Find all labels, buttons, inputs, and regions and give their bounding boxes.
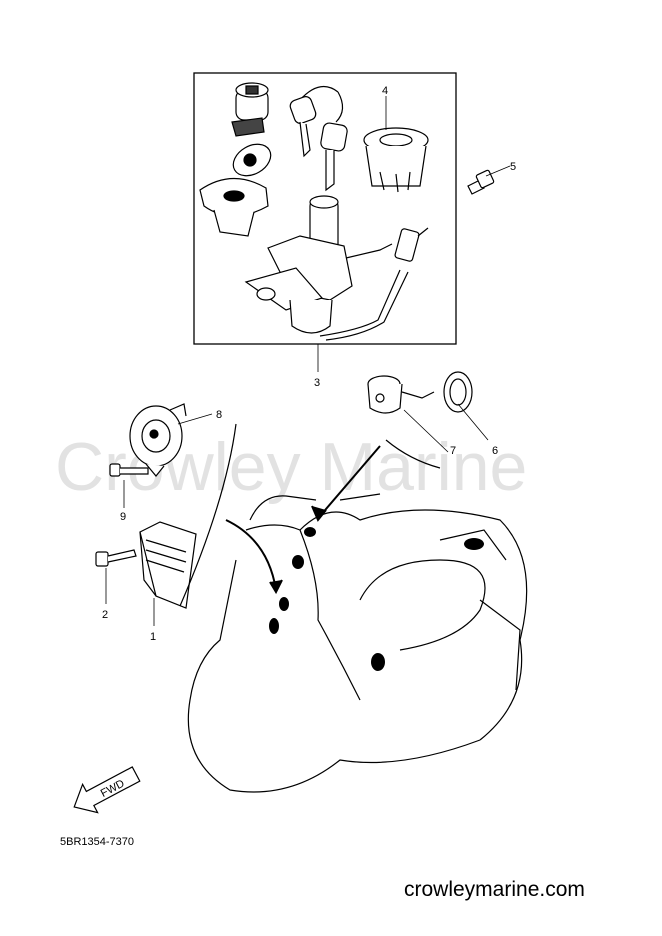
- website-footer: crowleymarine.com: [404, 878, 585, 901]
- callout-7: 7: [450, 445, 456, 457]
- watermark: Crowley Marine: [55, 429, 527, 505]
- callout-6: 6: [492, 445, 498, 457]
- lock-cylinder: [231, 82, 269, 137]
- callout-2: 2: [102, 609, 108, 621]
- screw: [467, 169, 495, 195]
- scooter-outline: [187, 493, 528, 793]
- callout-8: 8: [216, 409, 222, 421]
- callout-3: 3: [314, 377, 320, 389]
- main-switch-frame: [193, 72, 457, 345]
- indicator-parts: [367, 371, 473, 414]
- mount-location-marks: [269, 527, 484, 671]
- callout-9: 9: [120, 511, 126, 523]
- rectifier-bolt: [95, 549, 137, 567]
- callout-1: 1: [150, 631, 156, 643]
- rubber-grommet: [363, 127, 429, 193]
- location-arrows: [179, 423, 441, 607]
- horn-bolt: [109, 463, 149, 477]
- diagram-code: 5BR1354-7370: [60, 836, 135, 848]
- leader-lines: [105, 96, 511, 626]
- main-switch-assembly: [244, 195, 429, 341]
- callout-5: 5: [510, 161, 516, 173]
- horn: [129, 403, 187, 477]
- callout-4: 4: [382, 85, 388, 97]
- seat-lock-parts: [199, 143, 272, 237]
- rectifier-regulator: [139, 521, 197, 609]
- fwd-arrow: FWD: [73, 766, 141, 814]
- fwd-label: FWD: [99, 778, 127, 800]
- key-set: [289, 85, 348, 192]
